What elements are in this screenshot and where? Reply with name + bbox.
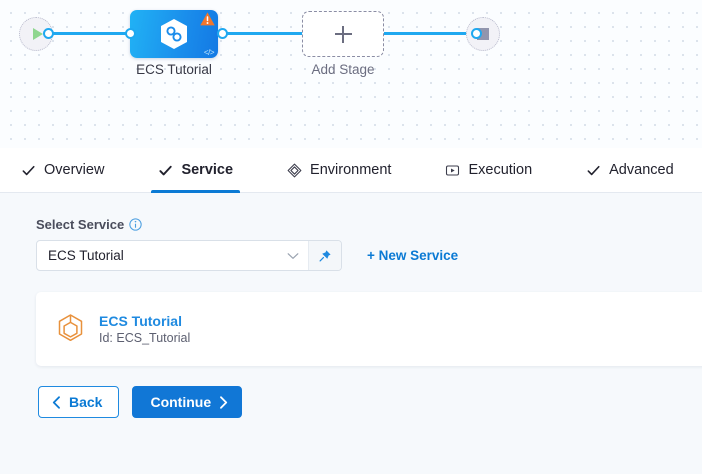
pipeline-edge-start-to-stage	[46, 32, 130, 35]
pipeline-canvas[interactable]: </> ECS Tutorial Add Stage	[0, 0, 702, 148]
service-card-text: ECS Tutorial Id: ECS_Tutorial	[99, 313, 190, 345]
select-service-label-row: Select Service	[36, 217, 702, 232]
stage-config-tabs: Overview Service Environment Execution A…	[0, 148, 702, 193]
back-button-label: Back	[69, 394, 103, 410]
pipeline-edge-stage-to-addstage	[222, 32, 306, 35]
pin-service-button[interactable]	[308, 241, 341, 270]
tab-execution[interactable]: Execution	[442, 148, 535, 193]
back-button[interactable]: Back	[38, 386, 120, 418]
tab-environment[interactable]: Environment	[284, 148, 394, 193]
stage-input-port[interactable]	[125, 28, 136, 39]
end-node-port[interactable]	[471, 28, 482, 39]
service-select-value: ECS Tutorial	[48, 248, 124, 263]
start-node-port[interactable]	[43, 28, 54, 39]
plus-icon-bar	[334, 33, 352, 35]
select-service-label: Select Service	[36, 217, 125, 232]
service-select[interactable]: ECS Tutorial	[37, 241, 308, 270]
tab-service-label: Service	[181, 162, 234, 178]
tab-advanced[interactable]: Advanced	[583, 148, 677, 193]
selected-service-card[interactable]: ECS Tutorial Id: ECS_Tutorial	[36, 292, 702, 366]
layers-icon	[287, 163, 302, 177]
tab-advanced-label: Advanced	[609, 162, 674, 178]
service-card-id: Id: ECS_Tutorial	[99, 331, 191, 345]
play-icon	[32, 28, 43, 40]
tab-execution-label: Execution	[468, 162, 533, 178]
service-tab-panel: Select Service ECS Tutorial	[0, 193, 702, 474]
chevron-right-icon	[220, 395, 228, 409]
warning-triangle-icon	[200, 12, 215, 26]
chevron-left-icon	[52, 395, 60, 409]
check-icon	[22, 165, 35, 175]
add-stage-node[interactable]	[302, 11, 384, 57]
continue-button[interactable]: Continue	[132, 386, 243, 418]
info-icon[interactable]	[129, 218, 142, 231]
service-select-wrapper: ECS Tutorial	[36, 240, 342, 271]
play-box-icon	[446, 164, 460, 176]
service-card-name[interactable]: ECS Tutorial	[99, 313, 182, 329]
chevron-down-icon	[287, 252, 299, 259]
stage-node-label: ECS Tutorial	[136, 62, 212, 77]
stage-output-port[interactable]	[217, 28, 228, 39]
add-stage-label: Add Stage	[311, 62, 375, 77]
tab-service[interactable]: Service	[151, 148, 240, 193]
tab-environment-label: Environment	[310, 162, 392, 178]
service-hexagon-icon	[58, 314, 83, 342]
deployment-stage-icon	[161, 19, 187, 49]
wizard-footer-buttons: Back Continue	[38, 386, 243, 418]
tab-overview[interactable]: Overview	[18, 148, 107, 193]
continue-button-label: Continue	[150, 394, 212, 410]
pipeline-edge-addstage-to-end	[382, 32, 476, 35]
tab-overview-label: Overview	[44, 162, 105, 178]
pin-icon	[319, 249, 331, 262]
new-service-button[interactable]: + New Service	[367, 248, 459, 263]
stage-node-ecs-tutorial[interactable]: </>	[130, 10, 218, 58]
check-icon	[587, 165, 600, 175]
check-icon	[159, 165, 173, 175]
code-brackets-icon: </>	[203, 48, 215, 57]
service-select-row: ECS Tutorial + New Service	[36, 240, 702, 271]
